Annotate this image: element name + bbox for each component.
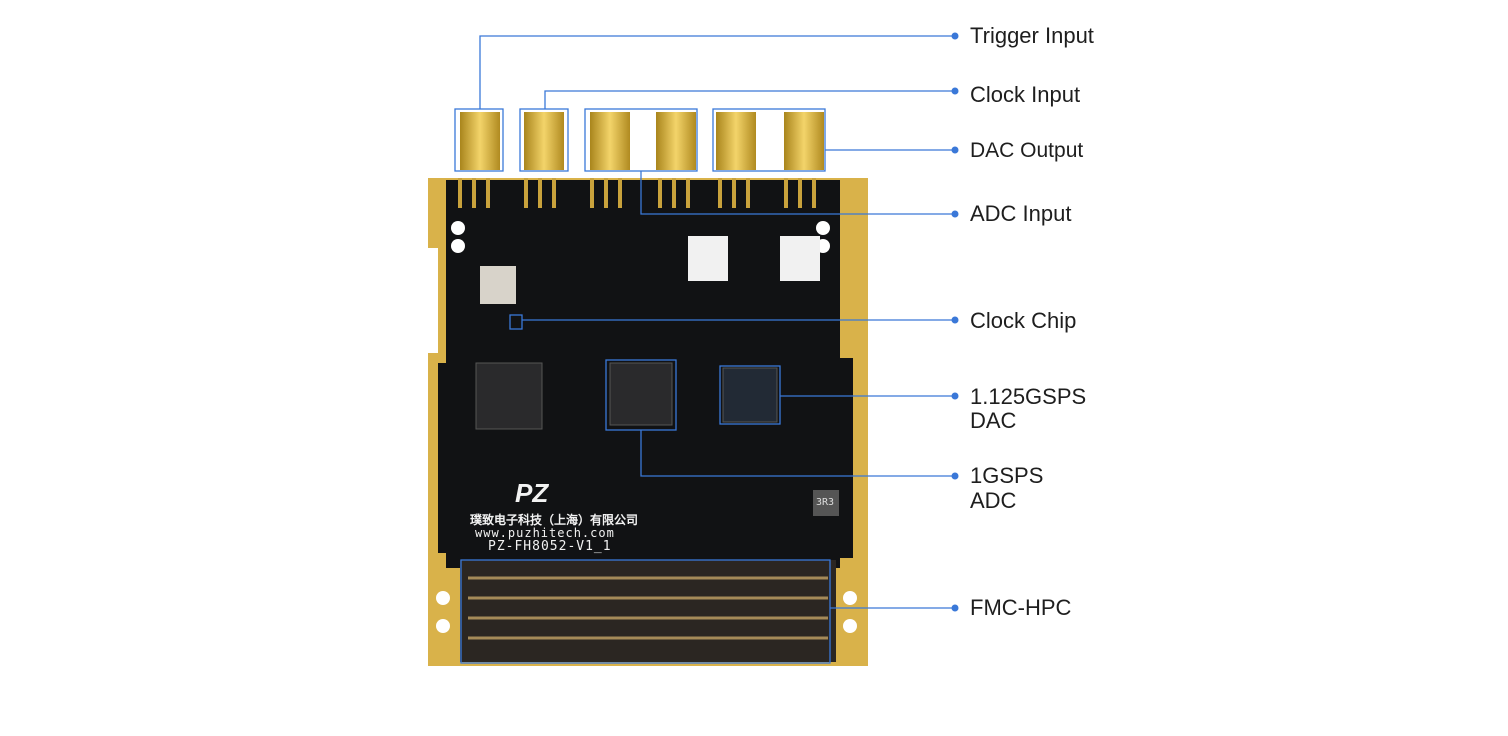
sma-connector-icon <box>656 112 696 170</box>
label-fmc-hpc: FMC-HPC <box>970 595 1072 620</box>
sma-connectors <box>458 112 828 172</box>
label-dac-line2: DAC <box>970 408 1017 433</box>
sma-connector-icon <box>590 112 630 170</box>
label-dac-line1: 1.125GSPS <box>970 384 1087 409</box>
label-adc-line1: 1GSPS <box>970 463 1044 488</box>
label-adc-input: ADC Input <box>970 201 1072 226</box>
label-trigger-input: Trigger Input <box>970 23 1094 48</box>
label-adc-line2: ADC <box>970 488 1017 513</box>
label-dac-output: DAC Output <box>970 139 1084 162</box>
sma-connector-icon <box>716 112 756 170</box>
sma-connector-icon <box>460 112 500 170</box>
board-model: PZ-FH8052-V1_1 <box>488 539 612 554</box>
sma-connector-icon <box>784 112 824 170</box>
board-website: www.puzhitech.com <box>475 526 615 540</box>
board-logo: PZ <box>515 478 549 508</box>
label-clock-input: Clock Input <box>970 82 1081 107</box>
fmc-daughter-board-photo <box>428 178 868 666</box>
sma-connector-icon <box>524 112 564 170</box>
board-company: 璞致电子科技（上海）有限公司 <box>470 513 639 527</box>
label-clock-chip: Clock Chip <box>970 308 1077 333</box>
inductor-marking: 3R3 <box>816 497 835 508</box>
